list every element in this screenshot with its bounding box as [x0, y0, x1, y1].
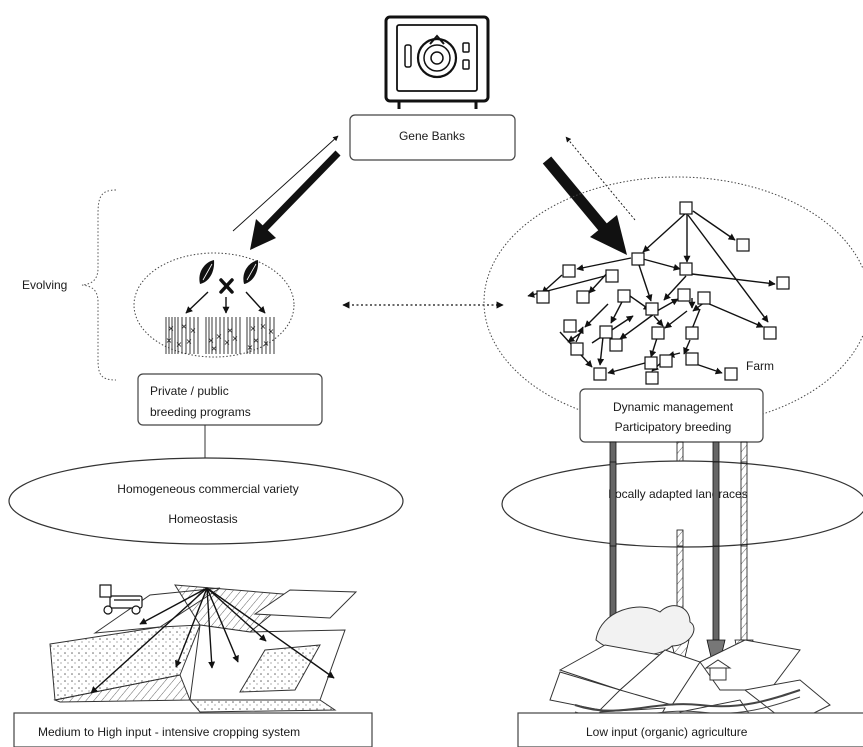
farm-label: Farm [746, 359, 774, 373]
landraces-ellipse [501, 460, 863, 548]
plant-rows-left [165, 317, 199, 354]
svg-text:×: × [250, 324, 257, 333]
svg-text:×: × [253, 336, 260, 345]
dynamic-management-box [579, 388, 764, 443]
svg-text:×: × [166, 336, 173, 345]
svg-text:×: × [208, 336, 215, 345]
gene-banks-label: Gene Banks [399, 129, 465, 143]
homogeneous-variety-label: Homogeneous commercial variety [117, 482, 298, 496]
dotted-arrow-right-to-genebank [565, 136, 636, 221]
svg-text:×: × [211, 344, 218, 353]
intensive-system-label: Medium to High input - intensive croppin… [38, 725, 300, 739]
commercial-variety-ellipse [8, 457, 404, 545]
svg-text:×: × [260, 322, 267, 331]
breeding-ellipse [133, 252, 295, 358]
svg-text:×: × [181, 322, 188, 331]
thick-arrow-genebank-to-left [250, 150, 341, 250]
breeding-programs-line1: Private / public [150, 384, 229, 398]
landrace-flow-arrows-front [609, 461, 748, 547]
svg-text:×: × [247, 343, 254, 352]
safe-icon [384, 15, 490, 109]
participatory-breeding-label: Participatory breeding [615, 420, 732, 434]
plant-marks: ××× ××× ××× ××× ××× ××× [166, 322, 275, 353]
svg-text:×: × [263, 339, 270, 348]
tractor-icon [99, 584, 143, 615]
breeding-programs-line2: breeding programs [150, 405, 251, 419]
breeding-programs-box [137, 373, 323, 426]
svg-text:×: × [176, 340, 183, 349]
dynamic-management-label: Dynamic management [613, 400, 734, 414]
intensive-system-box [13, 712, 373, 747]
intensive-fields-illustration [49, 584, 358, 713]
cross-icon [219, 278, 234, 294]
gene-banks-box [349, 114, 516, 161]
organic-agriculture-box [517, 712, 863, 747]
svg-text:×: × [224, 338, 231, 347]
leaf-icon [199, 260, 215, 284]
evolving-brace [81, 189, 117, 381]
svg-text:×: × [232, 334, 239, 343]
evolving-label: Evolving [22, 278, 67, 292]
thick-arrow-genebank-to-right [542, 156, 627, 255]
leaf-icon [243, 260, 259, 284]
breeding-arrows [185, 291, 266, 314]
svg-text:×: × [190, 326, 197, 335]
thin-arrow-left-to-genebank [232, 135, 339, 232]
homeostasis-label: Homeostasis [168, 512, 237, 526]
farm-network-arrows [527, 210, 776, 375]
organic-agriculture-label: Low input (organic) agriculture [586, 725, 748, 739]
farm-nodes [536, 201, 790, 385]
svg-text:×: × [168, 324, 175, 333]
svg-text:×: × [227, 326, 234, 335]
plant-rows-right [246, 317, 275, 354]
svg-text:×: × [186, 337, 193, 346]
distribution-arrows-left [90, 587, 335, 694]
locally-adapted-label: Locally adapted landraces [608, 487, 747, 501]
plant-rows-middle [205, 317, 241, 354]
svg-text:×: × [268, 327, 275, 336]
svg-text:×: × [216, 332, 223, 341]
